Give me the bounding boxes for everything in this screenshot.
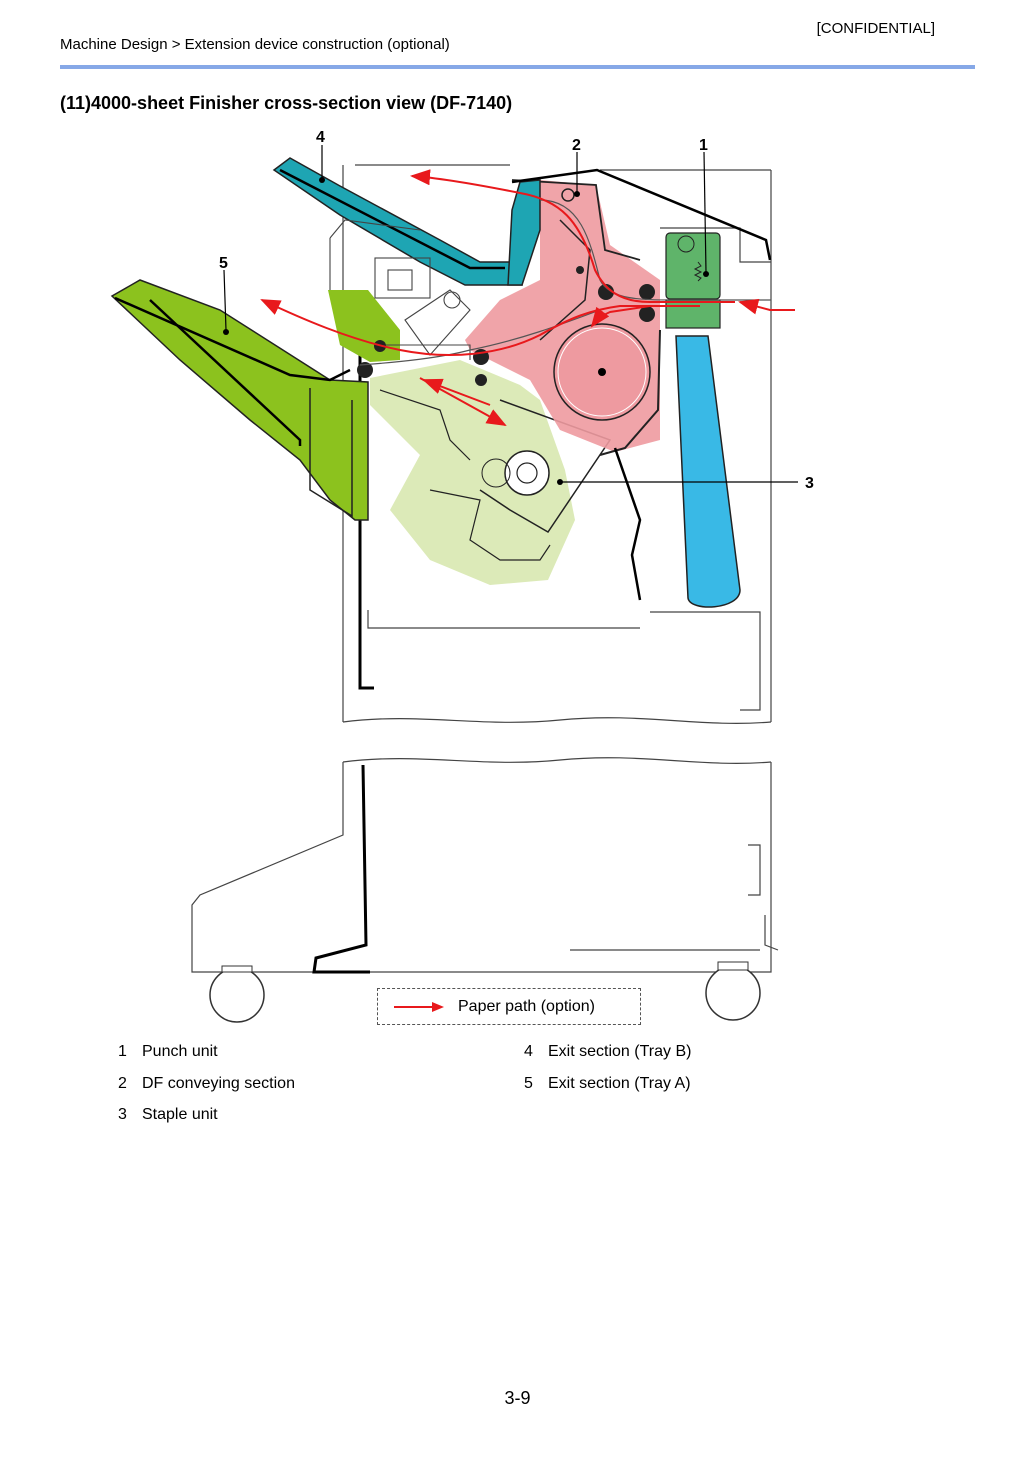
key-num: 1 <box>118 1043 127 1060</box>
finisher-cross-section-diagram: 1 2 3 4 5 <box>110 129 814 1023</box>
key-num: 2 <box>118 1075 127 1092</box>
blue-bar <box>675 335 741 608</box>
caster-right <box>705 965 761 1021</box>
left-mechanism <box>329 219 471 360</box>
key-item-4: 4 Exit section (Tray B) <box>524 1043 691 1061</box>
paper-path-legend-icon <box>394 1002 444 1012</box>
key-item-3: 3 Staple unit <box>118 1106 218 1124</box>
callout-leaders <box>223 145 798 483</box>
tray-b-region <box>272 157 523 286</box>
key-item-1: 1 Punch unit <box>118 1043 218 1061</box>
punch-unit-region <box>665 232 721 300</box>
paper-path-arrows <box>260 169 795 426</box>
confidential-label: [CONFIDENTIAL] <box>816 20 935 37</box>
callout-2: 2 <box>572 137 581 154</box>
staple-unit-region <box>370 360 575 585</box>
callout-5: 5 <box>219 255 228 272</box>
section-title: (11)4000-sheet Finisher cross-section vi… <box>60 93 513 113</box>
callout-4: 4 <box>316 129 325 146</box>
caster-left <box>209 967 265 1023</box>
callout-1: 1 <box>699 137 708 154</box>
key-num: 3 <box>118 1106 127 1123</box>
key-num: 4 <box>524 1043 533 1060</box>
key-label: Exit section (Tray B) <box>548 1043 692 1060</box>
legend-box: Paper path (option) <box>377 988 641 1025</box>
key-label: DF conveying section <box>142 1075 295 1092</box>
tray-a-region <box>110 279 369 521</box>
legend-label: Paper path (option) <box>458 998 595 1015</box>
key-label: Exit section (Tray A) <box>548 1075 691 1092</box>
frame-thick-left <box>312 764 370 974</box>
page-number: 3-9 <box>504 1388 531 1408</box>
key-item-5: 5 Exit section (Tray A) <box>524 1075 691 1093</box>
callout-3: 3 <box>805 475 814 492</box>
key-label: Punch unit <box>142 1043 218 1060</box>
key-label: Staple unit <box>142 1106 218 1123</box>
header-divider <box>60 65 975 69</box>
breadcrumb: Machine Design > Extension device constr… <box>60 36 450 53</box>
key-num: 5 <box>524 1075 533 1092</box>
key-item-2: 2 DF conveying section <box>118 1075 295 1093</box>
cabinet-lower <box>191 757 779 973</box>
